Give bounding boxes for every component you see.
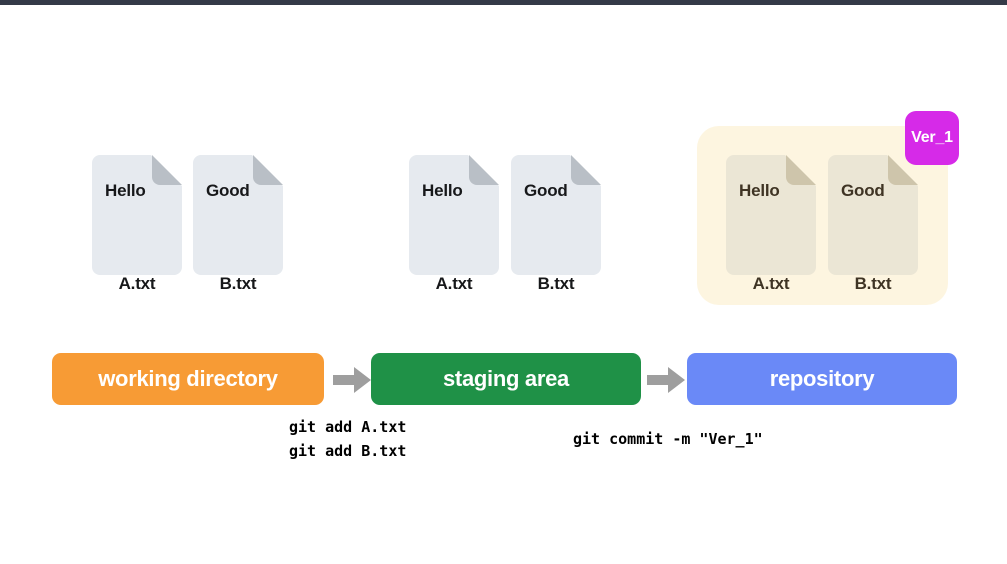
arrow-staging-to-repository xyxy=(647,367,685,393)
command-git-add: git add A.txt git add B.txt xyxy=(289,418,407,460)
version-badge: Ver_1 xyxy=(905,111,959,165)
file-card-a-staging: Hello xyxy=(409,155,499,275)
stage-working-directory[interactable]: working directory xyxy=(52,353,324,405)
file-card-a-working: Hello xyxy=(92,155,182,275)
top-accent-bar xyxy=(0,0,1007,5)
file-card-b-working: Good xyxy=(193,155,283,275)
file-content-text: Good xyxy=(841,181,885,200)
command-git-commit: git commit -m "Ver_1" xyxy=(573,430,763,448)
file-name-label: B.txt xyxy=(854,274,892,293)
file-content-text: Hello xyxy=(739,181,780,200)
file-name-label: A.txt xyxy=(118,274,156,293)
file-name-label: B.txt xyxy=(219,274,257,293)
file-card-a-repository: Hello xyxy=(726,155,816,275)
file-name-label: A.txt xyxy=(435,274,473,293)
file-content-text: Good xyxy=(524,181,568,200)
file-card-b-repository: Good xyxy=(828,155,918,275)
file-name-label: A.txt xyxy=(752,274,790,293)
file-name-label: B.txt xyxy=(537,274,575,293)
file-content-text: Good xyxy=(206,181,250,200)
stage-repository[interactable]: repository xyxy=(687,353,957,405)
file-card-b-staging: Good xyxy=(511,155,601,275)
file-content-text: Hello xyxy=(422,181,463,200)
stage-staging-area[interactable]: staging area xyxy=(371,353,641,405)
file-content-text: Hello xyxy=(105,181,146,200)
arrow-working-to-staging xyxy=(333,367,371,393)
